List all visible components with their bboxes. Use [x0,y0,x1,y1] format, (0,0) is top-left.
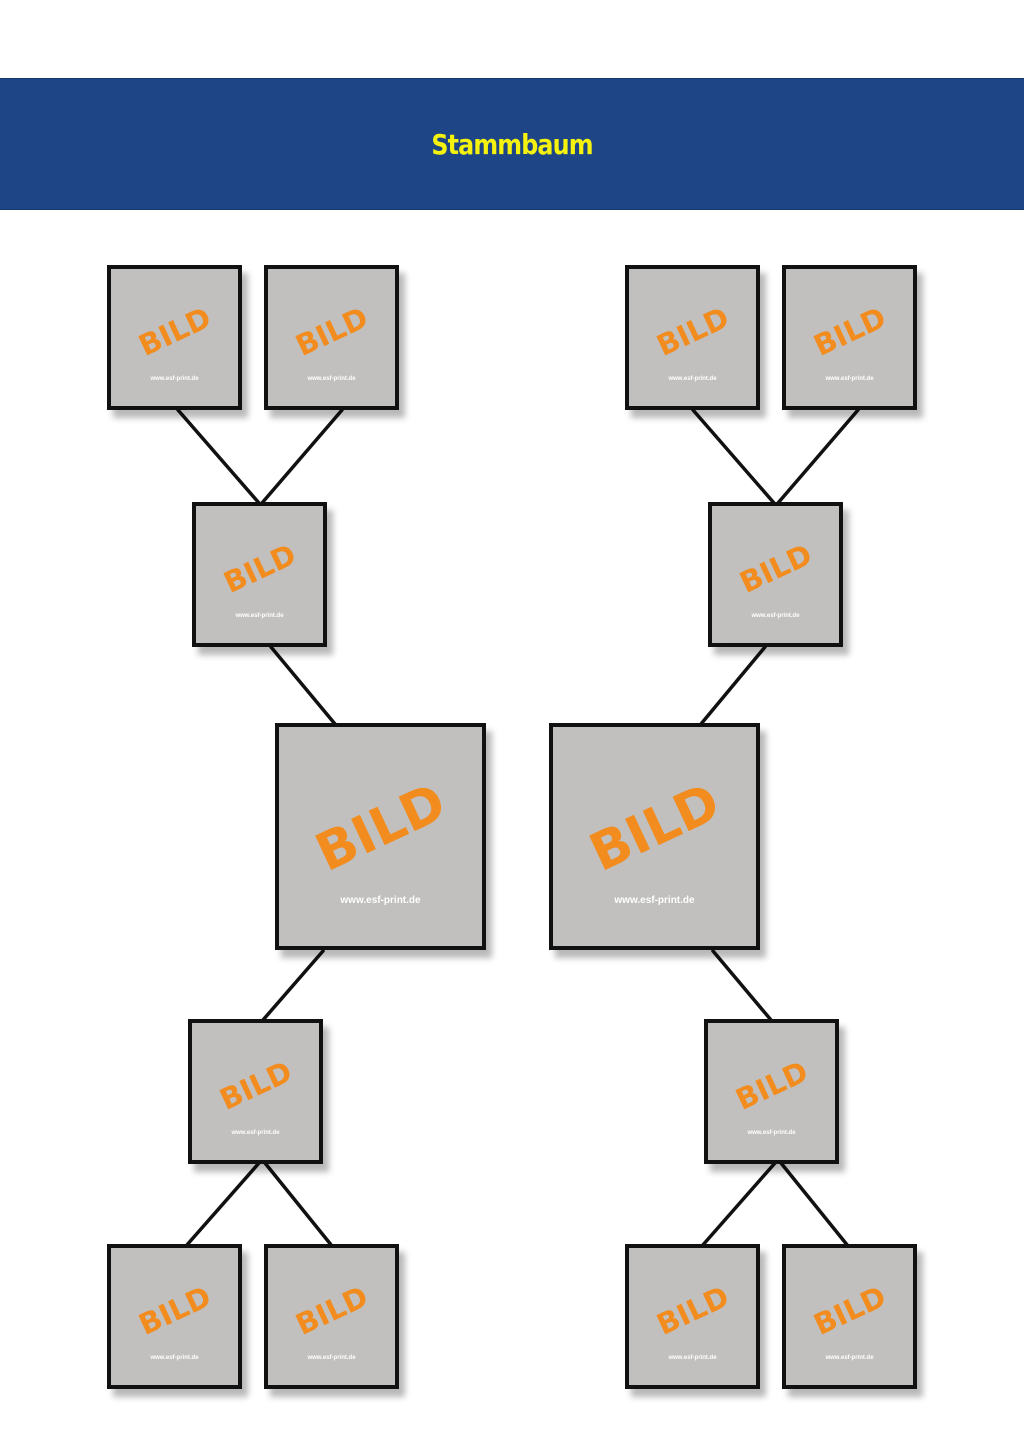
photo-frame-grandchild-3: BILD www.esf-print.de [625,1244,760,1389]
connector-line [184,1161,261,1248]
photo-frame-partner-1: BILD www.esf-print.de [275,723,486,950]
page-title: Stammbaum [431,127,593,161]
connector-line [700,1161,777,1248]
photo-frame-partner-2: BILD www.esf-print.de [549,723,760,950]
watermark-text: www.esf-print.de [150,376,199,382]
placeholder-text: BILD [650,300,734,363]
watermark-text: www.esf-print.de [307,376,356,382]
watermark-text: www.esf-print.de [747,1130,796,1136]
placeholder-text: BILD [217,537,301,600]
watermark-text: www.esf-print.de [235,613,284,619]
photo-frame-parent-2: BILD www.esf-print.de [708,502,843,647]
connector-line [260,408,344,505]
placeholder-text: BILD [650,1279,734,1342]
watermark-text: www.esf-print.de [340,895,421,906]
placeholder-text: BILD [807,1279,891,1342]
connector-line [263,1161,334,1248]
watermark-text: www.esf-print.de [751,613,800,619]
photo-frame-grandparent-2: BILD www.esf-print.de [264,265,399,410]
connector-line [699,645,767,726]
photo-frame-grandparent-3: BILD www.esf-print.de [625,265,760,410]
placeholder-text: BILD [807,300,891,363]
photo-frame-grandparent-4: BILD www.esf-print.de [782,265,917,410]
placeholder-text: BILD [289,1279,373,1342]
photo-frame-child-1: BILD www.esf-print.de [188,1019,323,1164]
photo-frame-grandchild-4: BILD www.esf-print.de [782,1244,917,1389]
placeholder-text: BILD [289,300,373,363]
photo-frame-grandparent-1: BILD www.esf-print.de [107,265,242,410]
watermark-text: www.esf-print.de [614,895,695,906]
watermark-text: www.esf-print.de [668,1355,717,1361]
placeholder-text: BILD [213,1054,297,1117]
watermark-text: www.esf-print.de [231,1130,280,1136]
photo-frame-parent-1: BILD www.esf-print.de [192,502,327,647]
watermark-text: www.esf-print.de [307,1355,356,1361]
connector-line [269,645,337,726]
placeholder-text: BILD [132,300,216,363]
placeholder-text: BILD [306,771,455,884]
connector-line [176,408,261,505]
photo-frame-grandchild-1: BILD www.esf-print.de [107,1244,242,1389]
placeholder-text: BILD [132,1279,216,1342]
placeholder-text: BILD [580,771,729,884]
photo-frame-child-2: BILD www.esf-print.de [704,1019,839,1164]
placeholder-text: BILD [733,537,817,600]
header-banner: Stammbaum [0,78,1024,210]
watermark-text: www.esf-print.de [668,376,717,382]
connector-line [711,949,773,1022]
connector-line [261,949,325,1022]
watermark-text: www.esf-print.de [825,376,874,382]
connector-line [691,408,776,505]
watermark-text: www.esf-print.de [825,1355,874,1361]
watermark-text: www.esf-print.de [150,1355,199,1361]
placeholder-text: BILD [729,1054,813,1117]
connector-line [779,1161,850,1248]
connector-line [776,408,860,505]
photo-frame-grandchild-2: BILD www.esf-print.de [264,1244,399,1389]
